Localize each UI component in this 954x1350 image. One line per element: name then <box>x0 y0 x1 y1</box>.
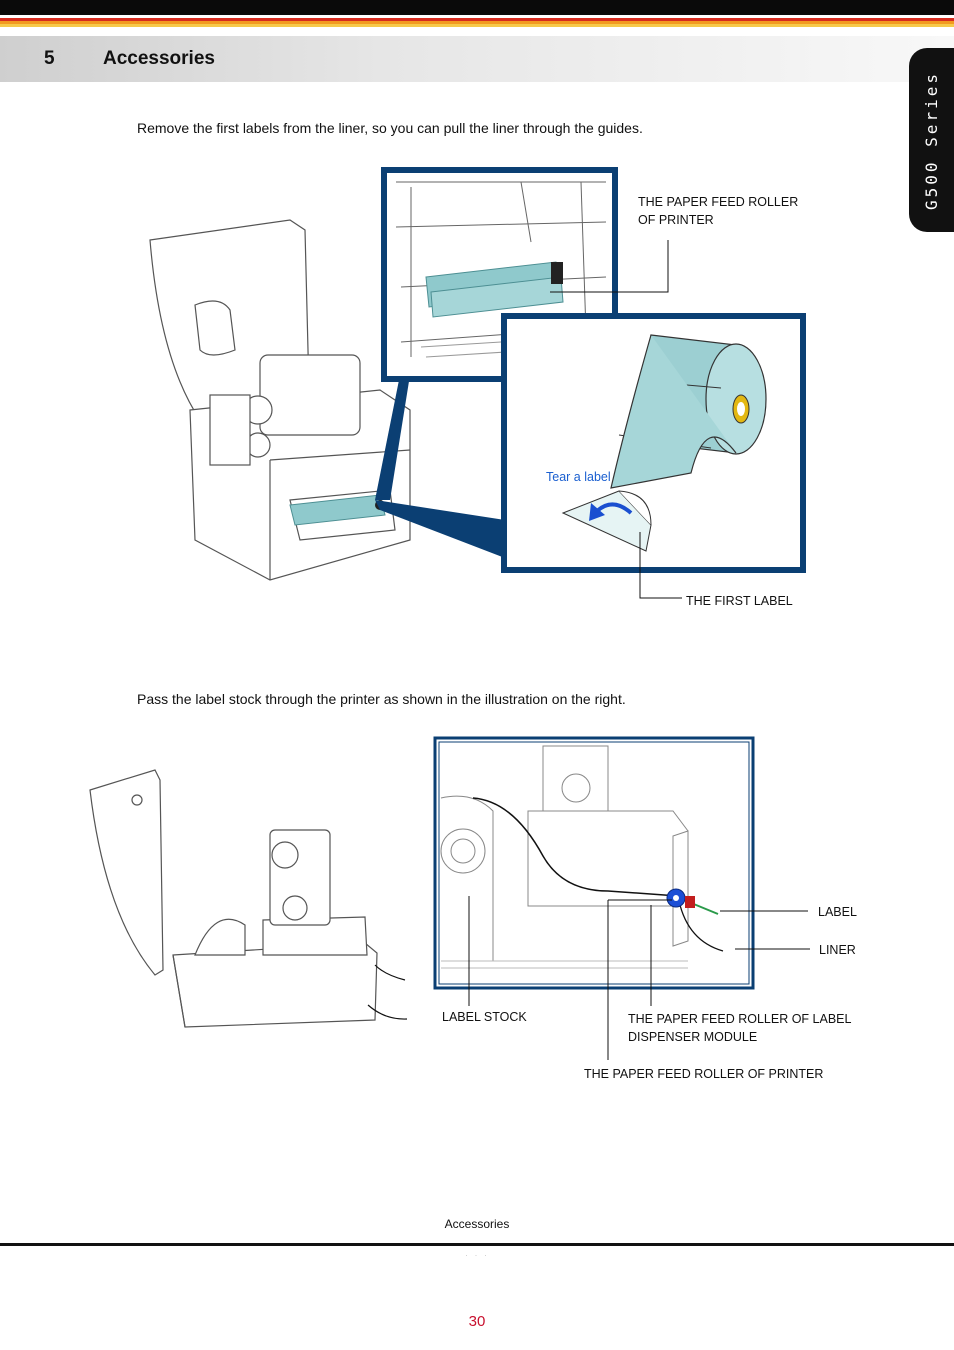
callout-label: LABEL <box>818 905 857 919</box>
header-stripes <box>0 0 954 27</box>
callout-label-stock: LABEL STOCK <box>442 1010 527 1024</box>
callout-first-label: THE FIRST LABEL <box>686 594 793 608</box>
printer-open-illustration <box>149 219 411 581</box>
zoom-funnel <box>375 375 505 558</box>
section-number: 5 <box>44 48 55 69</box>
leader-feed-roller <box>550 240 669 293</box>
callout-liner: LINER <box>819 943 856 957</box>
step2-instruction: Pass the label stock through the printer… <box>137 691 626 707</box>
series-side-tab <box>909 48 954 232</box>
footer-rule <box>0 1243 954 1246</box>
callout-dispenser-roller-line1: THE PAPER FEED ROLLER OF LABEL <box>628 1012 852 1026</box>
callout-printer-roller: THE PAPER FEED ROLLER OF PRINTER <box>584 1067 824 1081</box>
section-title: Accessories <box>103 48 215 69</box>
tear-label-note: Tear a label <box>546 470 611 484</box>
callout-feed-roller-line1: THE PAPER FEED ROLLER <box>638 195 799 209</box>
callout-feed-roller-line2: OF PRINTER <box>638 213 714 227</box>
section-header-band <box>0 36 954 82</box>
paper-path-inset <box>433 736 755 990</box>
step1-instruction: Remove the first labels from the liner, … <box>137 120 643 136</box>
page-number: 30 <box>468 1313 486 1330</box>
leader-first-label <box>639 532 682 599</box>
callout-dispenser-roller-line2: DISPENSER MODULE <box>628 1030 758 1044</box>
label-roll-inset <box>501 313 806 573</box>
callout-dispenser-roller: THE PAPER FEED ROLLER OF LABEL DISPENSER… <box>628 1010 851 1046</box>
printer-side-illustration <box>89 769 408 1028</box>
callout-feed-roller: THE PAPER FEED ROLLER OF PRINTER <box>638 193 798 229</box>
footer-section-label: Accessories <box>444 1217 510 1231</box>
footer-dots: · · · <box>465 1250 489 1260</box>
